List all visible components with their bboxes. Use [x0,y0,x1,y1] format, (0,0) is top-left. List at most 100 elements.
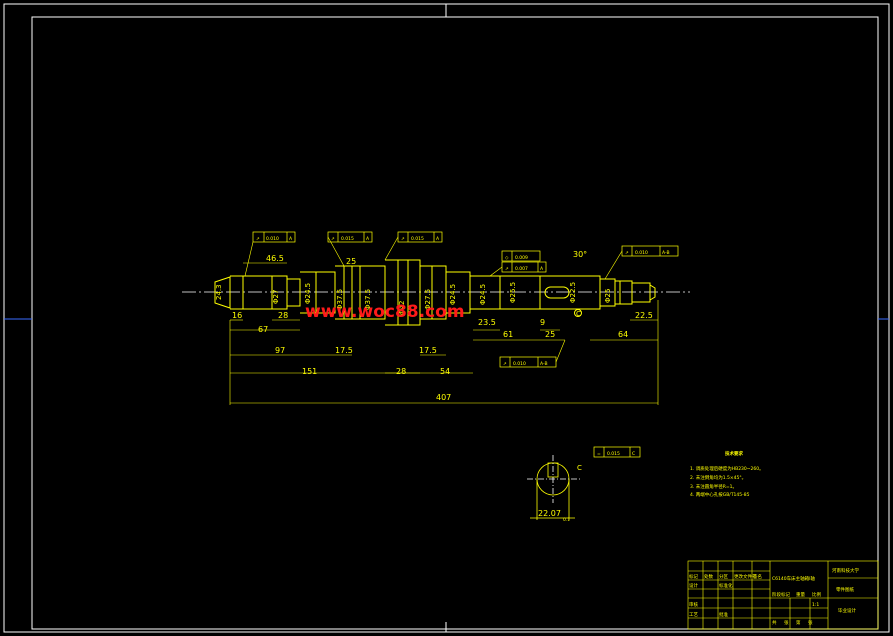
section-tol: 0.1 [563,517,570,523]
svg-text:批准: 批准 [719,611,728,618]
svg-text:第: 第 [796,619,801,626]
svg-text:0.010: 0.010 [513,361,526,367]
note-4: 4. 两端中心孔按GB/T145-85 [690,491,750,498]
diam-22-5: Φ22.5 [569,282,577,303]
inner-frame [31,16,879,630]
dim-67: 67 [258,325,268,334]
tb-part-name: C6140车床主轴箱I轴 [772,575,815,582]
svg-text:张: 张 [784,619,789,626]
note-3: 3. 未注圆角半径R=1。 [690,483,737,490]
svg-text:共: 共 [772,619,777,626]
dim-28b: 28 [396,367,406,376]
svg-text:◇: ◇ [505,256,509,261]
tol-frame-1: ↗ 0.010 A [252,231,296,243]
diameter-labels: 24.3 Φ27 Φ24.5 Φ37.5 Φ37.5 Φ42 Φ27.5 Φ24… [215,282,612,315]
svg-text:A: A [436,236,440,242]
dim-46-5: 46.5 [266,254,284,263]
svg-text:处数: 处数 [704,573,713,580]
diam-27-5: Φ27.5 [424,289,432,310]
tb-school: 河南科技大学 [832,567,859,574]
dim-25: 25 [545,330,555,339]
note-2: 2. 未注倒角均为1.5×45°。 [690,474,746,481]
tolerance-frames: ↗ 0.010 A ↗ 0.015 A ↗ 0.015 A ◇ 0.009 [252,231,679,458]
svg-text:阶段标记: 阶段标记 [772,591,790,598]
svg-text:0.015: 0.015 [341,236,354,242]
diam-24-5-c: Φ24.5 [479,284,487,305]
dim-23-5: 23.5 [478,318,496,327]
svg-text:A-B: A-B [662,250,670,256]
svg-text:签名: 签名 [753,573,762,580]
dim-407: 407 [436,393,451,402]
svg-text:0.010: 0.010 [266,236,279,242]
title-block [687,560,879,630]
dim-17-5a: 17.5 [335,346,353,355]
tol-frame-5: ↗ 0.007 A [501,261,547,273]
svg-text:标记: 标记 [689,573,698,580]
section-c-marker: C [576,310,581,318]
svg-text:设计: 设计 [689,582,698,589]
svg-text:0.007: 0.007 [515,266,528,272]
svg-text:A: A [540,266,544,272]
svg-text:比例: 比例 [812,591,821,598]
svg-text:更改文件号: 更改文件号 [734,573,757,580]
leader-lines [244,236,623,363]
diam-27: Φ27 [272,290,280,304]
diam-42: Φ42 [398,301,406,315]
dim-9: 9 [540,318,545,327]
svg-text:A: A [366,236,370,242]
svg-text:C: C [632,451,635,457]
diam-24-3: 24.3 [215,284,223,300]
notes-title: 技术要求 [725,450,743,457]
dimension-lines [229,262,659,405]
tb-project: 毕业设计 [838,607,856,614]
svg-text:↗: ↗ [256,237,260,242]
diam-24-5-b: Φ24.5 [449,284,457,305]
section-label: C [577,464,582,472]
svg-text:分区: 分区 [719,573,728,580]
dim-151: 151 [302,367,317,376]
diam-25-5: Φ25.5 [509,282,517,303]
svg-text:↗: ↗ [625,251,629,256]
datum-c-circle [574,309,582,317]
tol-frame-6: ↗ 0.010 A-B [621,245,679,257]
tol-frame-7: ↗ 0.010 A-B [499,356,557,368]
diam-24-5: Φ24.5 [304,283,312,304]
svg-text:标准化: 标准化 [719,582,733,589]
svg-text:审核: 审核 [689,601,698,608]
svg-text:0.015: 0.015 [411,236,424,242]
svg-text:A: A [289,236,293,242]
diam-25: Φ25 [604,289,612,303]
dim-30-deg: 30° [573,250,587,259]
svg-text:工艺: 工艺 [689,612,698,618]
note-1: 1. 调质处理后硬度为HB230~260。 [690,465,764,472]
dim-64: 64 [618,330,628,339]
technical-notes: 技术要求 1. 调质处理后硬度为HB230~260。 2. 未注倒角均为1.5×… [690,450,764,498]
dim-22-5: 22.5 [635,311,653,320]
dim-16: 16 [232,311,242,320]
svg-text:A-B: A-B [540,361,548,367]
svg-text:↗: ↗ [331,237,335,242]
diam-37-5-a: Φ37.5 [336,289,344,310]
watermark: www.woc88.com [305,302,465,322]
svg-text:0.015: 0.015 [607,451,620,457]
svg-text:=: = [597,452,601,457]
svg-text:↗: ↗ [401,237,405,242]
dim-28a: 28 [278,311,288,320]
svg-text:↗: ↗ [505,267,509,272]
section-dim: 22.07 [538,509,561,518]
dim-17-5b: 17.5 [419,346,437,355]
diam-37-5-b: Φ37.5 [364,289,372,310]
svg-text:↗: ↗ [503,362,507,367]
svg-text:0.009: 0.009 [515,255,528,261]
dimension-texts: 16 67 28 97 151 407 17.5 28 17.5 54 23.5… [232,250,653,402]
dim-97: 97 [275,346,285,355]
dim-54: 54 [440,367,450,376]
svg-text:重量: 重量 [796,591,805,598]
dim-25-top: 25 [346,257,356,266]
tol-frame-2: ↗ 0.015 A [327,231,373,243]
title-block-text: C6140车床主轴箱I轴 河南科技大学 零件图纸 毕业设计 1:1 标记 处数 … [689,567,859,626]
tol-frame-8: = 0.015 C [593,446,641,458]
section-view [527,455,580,520]
tol-frame-3: ↗ 0.015 A [397,231,443,243]
